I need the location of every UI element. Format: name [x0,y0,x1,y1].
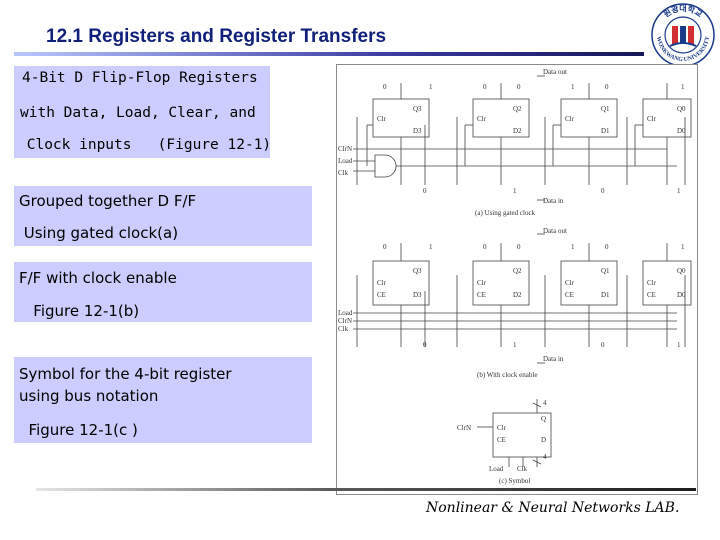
fig-a-top-value: 1 [571,83,575,91]
fig-b-top-value: 0 [383,243,387,251]
bus-symbol-box: Symbol for the 4-bit register using bus … [14,357,312,443]
fig-b-q3: Q3 [413,267,422,275]
box1-line-2: with Data, Load, Clear, and [20,105,256,121]
fig-a-load: Load [338,157,353,165]
fig-a-bottom-value: 1 [513,187,517,195]
fig-a-clk: Clk [338,169,349,177]
fig-a-clrn: ClrN [338,145,352,153]
fig-b-clr: Clr [647,279,657,287]
fig-a-caption: (a) Using gated clock [475,209,536,217]
fig-b-top-value: 0 [517,243,521,251]
box2-line-1: Grouped together D F/F [19,192,197,210]
fig-c-caption: (c) Symbol [499,477,530,485]
fig-b-bottom-value: 1 [513,341,517,349]
fig-b-clr: Clr [565,279,575,287]
fig-b-clrn: ClrN [338,317,352,325]
fig-b-data-in: Data in [543,355,564,363]
fig-b-top-value: 0 [483,243,487,251]
box3-line-2: Figure 12-1(b) [19,302,140,320]
title-underline [14,52,644,56]
fig-a-d0: D0 [677,127,686,135]
box4-line-3: Figure 12-1(c ) [19,421,138,439]
fig-b-top-value: 0 [605,243,609,251]
fig-c-ce: CE [497,436,506,444]
fig-a-q2: Q2 [513,105,522,113]
fig-b-data-out: Data out [543,227,567,235]
fig-a-top-value: 1 [681,83,685,91]
fig-c-clr: Clr [497,424,507,432]
register-circuit-diagram: Data out 0 1 0 0 1 0 1 Q3 Q2 Q1 Q0 Clr C… [338,68,692,485]
fig-b-top-value: 1 [681,243,685,251]
fig-a-d1: D1 [601,127,610,135]
fig-b-d3: D3 [413,291,422,299]
fig-b-top-value: 1 [571,243,575,251]
logo-top-text: 원광대학교 [661,3,704,20]
fig-a-data-out: Data out [543,68,567,76]
fig-b-d2: D2 [513,291,522,299]
fig-a-q3: Q3 [413,105,422,113]
footer-lab-name: Nonlinear & Neural Networks LAB. [426,500,680,516]
fig-b-q1: Q1 [601,267,610,275]
fig-b-d1: D1 [601,291,610,299]
box1-line-1: 4-Bit D Flip-Flop Registers [22,70,258,86]
fig-a-q1: Q1 [601,105,610,113]
fig-a-clr: Clr [477,115,487,123]
fig-a-q0: Q0 [677,105,686,113]
fig-b-q2: Q2 [513,267,522,275]
fig-a-d2: D2 [513,127,522,135]
fig-b-clk: Clk [338,325,349,333]
fig-c-d: D [541,436,546,444]
fig-b-ce: CE [377,291,386,299]
clock-enable-box: F/F with clock enable Figure 12-1(b) [14,262,312,322]
figure-12-1: Data out 0 1 0 0 1 0 1 Q3 Q2 Q1 Q0 Clr C… [336,64,698,495]
fig-c-bus-out: 4 [543,399,547,407]
fig-c-clrn: ClrN [457,424,471,432]
fig-c-bus-in: 4 [543,453,547,461]
fig-a-top-value: 1 [429,83,433,91]
fig-b-clr: Clr [477,279,487,287]
fig-a-clr: Clr [377,115,387,123]
fig-a-bottom-value: 0 [601,187,605,195]
fig-b-bottom-value: 0 [601,341,605,349]
fig-c-q: Q [541,415,546,423]
box2-line-2: Using gated clock(a) [19,224,179,242]
fig-a-clr: Clr [565,115,575,123]
fig-a-top-value: 0 [383,83,387,91]
svg-text:원광대학교: 원광대학교 [661,3,704,20]
slide-title: 12.1 Registers and Register Transfers [46,26,387,47]
fig-b-bottom-value: 1 [677,341,681,349]
fig-b-d0: D0 [677,291,686,299]
fig-b-ce: CE [477,291,486,299]
fig-a-bottom-value: 1 [677,187,681,195]
box3-line-1: F/F with clock enable [19,269,177,287]
fig-b-top-value: 1 [429,243,433,251]
fig-a-clr: Clr [647,115,657,123]
fig-b-load: Load [338,309,353,317]
box4-line-2: using bus notation [19,387,159,405]
box1-line-3: Clock inputs (Figure 12-1) [18,137,272,153]
fig-c-clk: Clk [517,465,528,473]
fig-b-caption: (b) With clock enable [477,371,537,379]
fig-a-top-value: 0 [605,83,609,91]
fig-a-top-value: 0 [483,83,487,91]
fig-b-bottom-value: 0 [423,341,427,349]
register-description-box: 4-Bit D Flip-Flop Registers with Data, L… [14,66,272,158]
box4-line-1: Symbol for the 4-bit register [19,365,232,383]
fig-c-load: Load [489,465,504,473]
footer-rule [36,488,696,491]
fig-a-d3: D3 [413,127,422,135]
university-logo: 원광대학교 WONKWANG UNIVERSITY [651,3,715,67]
fig-b-q0: Q0 [677,267,686,275]
fig-a-bottom-value: 0 [423,187,427,195]
fig-b-ce: CE [647,291,656,299]
fig-b-clr: Clr [377,279,387,287]
gated-clock-box: Grouped together D F/F Using gated clock… [14,186,312,246]
fig-a-data-in: Data in [543,197,564,205]
fig-a-top-value: 0 [517,83,521,91]
fig-b-ce: CE [565,291,574,299]
